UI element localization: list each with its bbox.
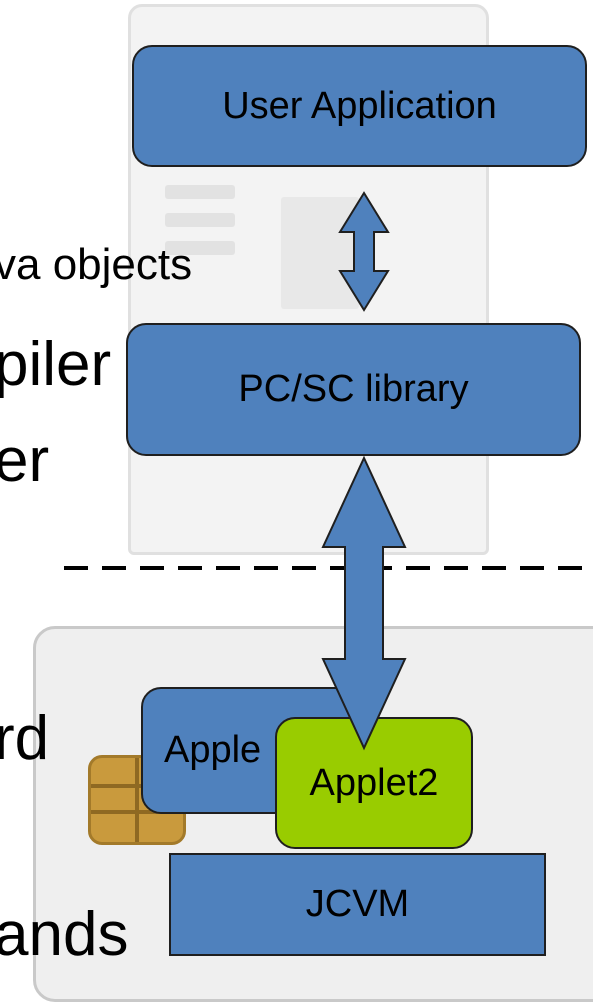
background-text-line-5: ands [0,900,129,969]
background-text-line-3: er [0,426,50,495]
background-text-line-4: rd [0,704,50,773]
drive-bay [165,185,235,199]
chip-contact-line [135,758,139,842]
applet2-label: Applet2 [309,761,439,804]
background-text-line-2: piler [0,330,112,399]
applet1-label: Apple [164,729,262,771]
jcvm-label: JCVM [305,883,410,925]
applet2-box: Applet2 [275,717,473,849]
pcsc-library-label: PC/SC library [238,368,469,410]
background-text-line-1: va objects [0,240,193,289]
user-application-label: User Application [222,84,497,127]
vent-panel [281,197,359,309]
pcsc-library-box: PC/SC library [126,323,581,456]
drive-bay [165,213,235,227]
user-application-box: User Application [132,45,587,167]
jcvm-box: JCVM [169,853,546,956]
drive-bay [165,241,235,255]
